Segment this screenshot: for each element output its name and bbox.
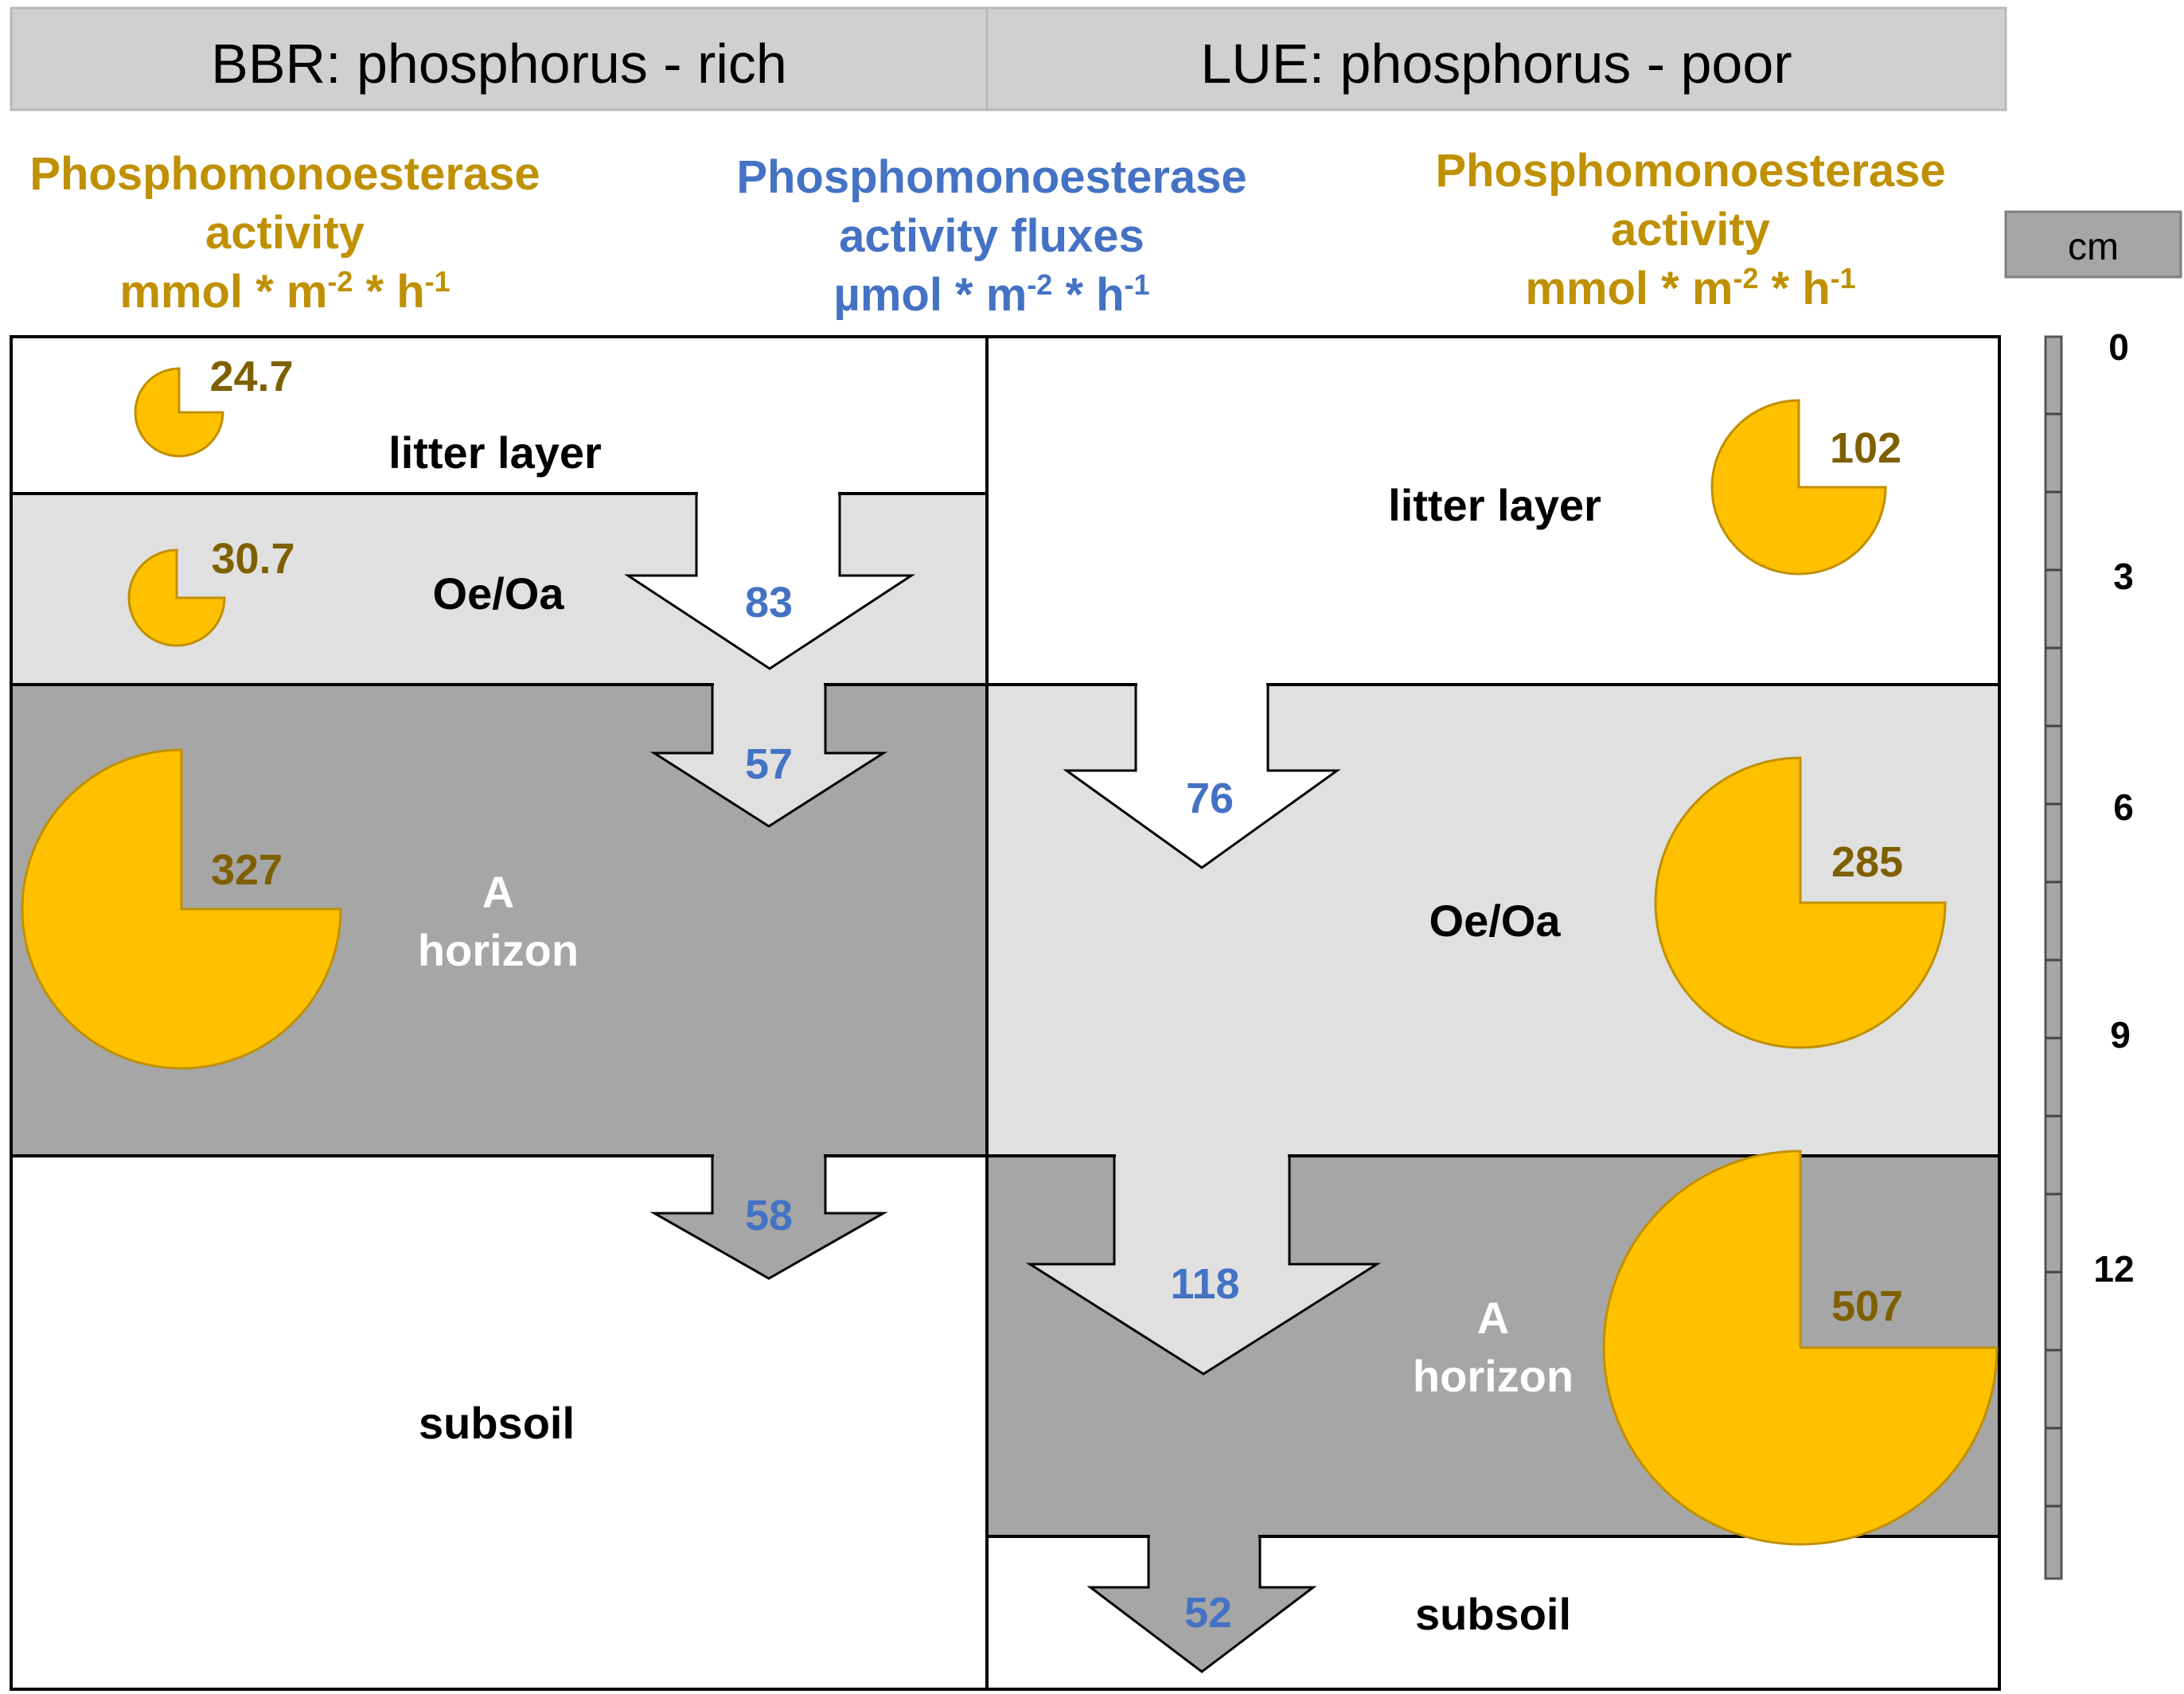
left-title-line2: activity	[205, 207, 365, 259]
scale-bar	[2044, 335, 2063, 1580]
bbr-oeoa-activity-pie	[127, 548, 226, 647]
header-lue-title: LUE: phosphorus - poor	[1200, 33, 1792, 95]
header-right-cell	[985, 6, 2007, 111]
lue-a-activity-value: 507	[1831, 1282, 1903, 1330]
bbr-litter-activity-value: 24.7	[209, 353, 293, 400]
lue-flux-arrow-2	[1025, 1154, 1382, 1376]
lue-flux-value-2: 118	[1170, 1260, 1239, 1308]
lue-flux-value-3: 52	[1184, 1589, 1232, 1637]
flux-values: 83 57 58 76 118 52	[745, 579, 1240, 1637]
lue-subsoil-label: subsoil	[1415, 1589, 1571, 1639]
right-title-line2: activity	[1611, 204, 1770, 256]
header-bar: BBR: phosphorus - rich LUE: phosphorus -…	[10, 6, 2007, 111]
lue-flux-value-1: 76	[1186, 775, 1234, 822]
lue-flux-arrow-1	[1063, 683, 1341, 869]
lue-a-label-line2: horizon	[1413, 1351, 1574, 1401]
column-title-center: Phosphomonoesterase activity fluxes µmol…	[736, 151, 1246, 321]
left-title-unit: mmol * m-2 * h-1	[119, 265, 450, 318]
right-title-line1: Phosphomonoesterase	[1435, 145, 1945, 197]
left-title-line1: Phosphomonoesterase	[29, 148, 540, 200]
lue-flux-arrow-3-mask	[1150, 1532, 1258, 1542]
right-title-unit: mmol * m-2 * h-1	[1525, 262, 1855, 314]
lue-oeoa-activity-value: 285	[1831, 838, 1903, 886]
lue-flux-arrows	[1025, 681, 1382, 1673]
center-title-unit: µmol * m-2 * h-1	[833, 268, 1149, 321]
depth-scale: cm 0 3 6 9 12	[2004, 210, 2182, 1580]
scale-label-6: 6	[2113, 786, 2134, 828]
center-title-line2: activity fluxes	[839, 210, 1145, 262]
lue-oeoa-label: Oe/Oa	[1429, 896, 1562, 946]
lue-flux-arrow-3	[1086, 1535, 1317, 1673]
bbr-oeoa-label: Oe/Oa	[433, 568, 565, 619]
bbr-flux-arrow-3-mask	[714, 1152, 824, 1161]
bbr-litter-label: litter layer	[388, 427, 602, 478]
bbr-a-activity-value: 327	[211, 846, 283, 894]
bbr-a-label-line1: A	[482, 867, 514, 917]
lue-outline	[985, 335, 2001, 1691]
lue-litter-label: litter layer	[1388, 480, 1601, 530]
bbr-flux-arrow-1	[623, 492, 916, 670]
bbr-litter-activity-pie	[134, 367, 224, 458]
header-bbr-title: BBR: phosphorus - rich	[211, 33, 787, 95]
lue-litter-activity-pie	[1710, 399, 1887, 576]
bbr-flux-value-1: 83	[745, 579, 793, 626]
lue-litter-activity-value: 102	[1830, 424, 1901, 472]
bbr-a-activity-pie	[21, 748, 342, 1070]
bbr-flux-arrows	[623, 490, 916, 1280]
bbr-subsoil-label: subsoil	[419, 1398, 575, 1448]
bbr-flux-arrow-1-mask	[698, 490, 838, 499]
bbr-oeoa-activity-value: 30.7	[211, 535, 294, 583]
bbr-flux-value-2: 57	[745, 740, 793, 788]
header-left-cell	[10, 6, 989, 111]
activity-values: 24.7 30.7 327 102 285 507	[209, 353, 1903, 1330]
lue-a-label-line1: A	[1477, 1293, 1509, 1343]
lue-flux-arrow-1-mask	[1137, 681, 1266, 690]
bbr-flux-arrow-2-mask	[714, 681, 824, 690]
cm-unit-box	[2004, 210, 2182, 279]
scale-label-3: 3	[2113, 556, 2134, 597]
cm-unit-label: cm	[2068, 226, 2119, 268]
bbr-flux-arrow-3	[649, 1154, 888, 1280]
lue-flux-arrow-2-mask	[1116, 1152, 1288, 1161]
lue-oeoa-activity-pie	[1654, 756, 1947, 1049]
scale-label-12: 12	[2093, 1248, 2134, 1290]
layer-labels: litter layer Oe/Oa A horizon subsoil lit…	[388, 427, 1601, 1639]
activity-pies	[21, 367, 1999, 1546]
column-title-right: Phosphomonoesterase activity mmol * m-2 …	[1435, 145, 1945, 314]
scale-label-0: 0	[2108, 326, 2129, 368]
scale-ticks	[2046, 412, 2061, 1508]
bbr-flux-value-3: 58	[745, 1192, 793, 1239]
lue-a-activity-pie	[1602, 1150, 1999, 1546]
column-title-left: Phosphomonoesterase activity mmol * m-2 …	[29, 148, 540, 318]
center-title-line1: Phosphomonoesterase	[736, 151, 1246, 203]
scale-label-9: 9	[2110, 1014, 2131, 1056]
bbr-a-label-line2: horizon	[418, 925, 579, 975]
bbr-flux-arrow-2	[649, 683, 888, 828]
